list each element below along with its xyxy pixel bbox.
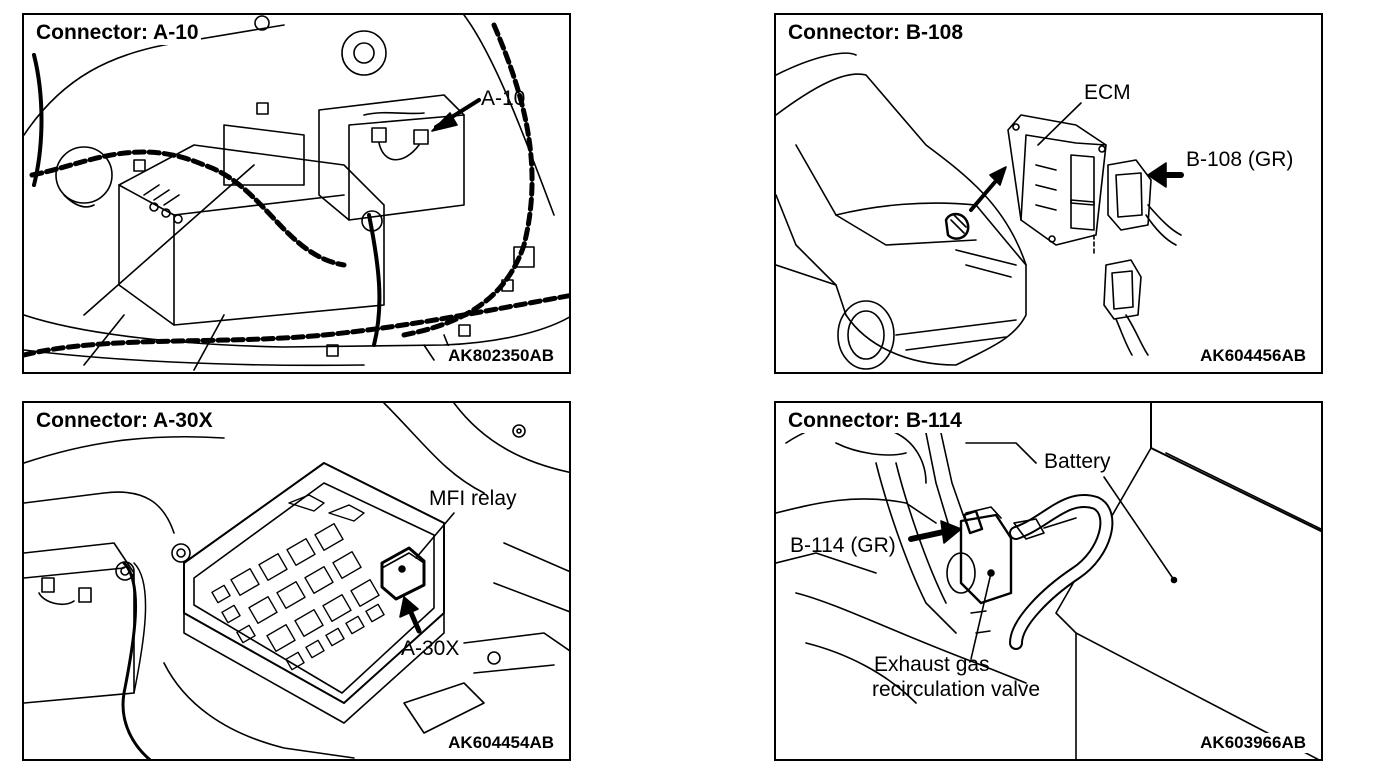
- panel-title: Connector: A-10: [34, 21, 201, 45]
- figure-code: AK802350AB: [445, 346, 557, 366]
- figure-code: AK604456AB: [1197, 346, 1309, 366]
- mfi-relay-label: MFI relay: [429, 487, 517, 510]
- figure-code: AK603966AB: [1197, 733, 1309, 753]
- panel-connector-b108: Connector: B-108 ECM B-108 (GR) AK604456…: [774, 13, 1323, 374]
- panel-connector-b114: Connector: B-114 Battery B-114 (GR) Exha…: [774, 401, 1323, 761]
- panel-connector-a10: Connector: A-10 A-10 AK802350AB: [22, 13, 571, 374]
- engine-bay-illustration: [24, 15, 569, 371]
- ecm-label: ECM: [1084, 81, 1131, 104]
- panel-title: Connector: A-30X: [34, 409, 215, 433]
- figure-code: AK604454AB: [445, 733, 557, 753]
- egr-valve-illustration: [776, 403, 1321, 759]
- connector-label-a10: A-10: [481, 87, 526, 110]
- vehicle-ecm-illustration: [776, 52, 1184, 370]
- egr-valve-label-line2: recirculation valve: [872, 678, 1041, 701]
- panel-title: Connector: B-114: [786, 409, 964, 433]
- battery-label: Battery: [1044, 450, 1111, 473]
- panel-title: Connector: B-108: [786, 21, 966, 45]
- panel-connector-a30x: Connector: A-30X MFI relay A-30X AK60445…: [22, 401, 571, 761]
- connector-label-a30x: A-30X: [401, 637, 460, 660]
- egr-valve-label-line1: Exhaust gas: [874, 653, 990, 676]
- connector-label-b108: B-108 (GR): [1186, 148, 1294, 171]
- connector-label-b114: B-114 (GR): [790, 534, 896, 557]
- relay-box-illustration: [24, 403, 569, 759]
